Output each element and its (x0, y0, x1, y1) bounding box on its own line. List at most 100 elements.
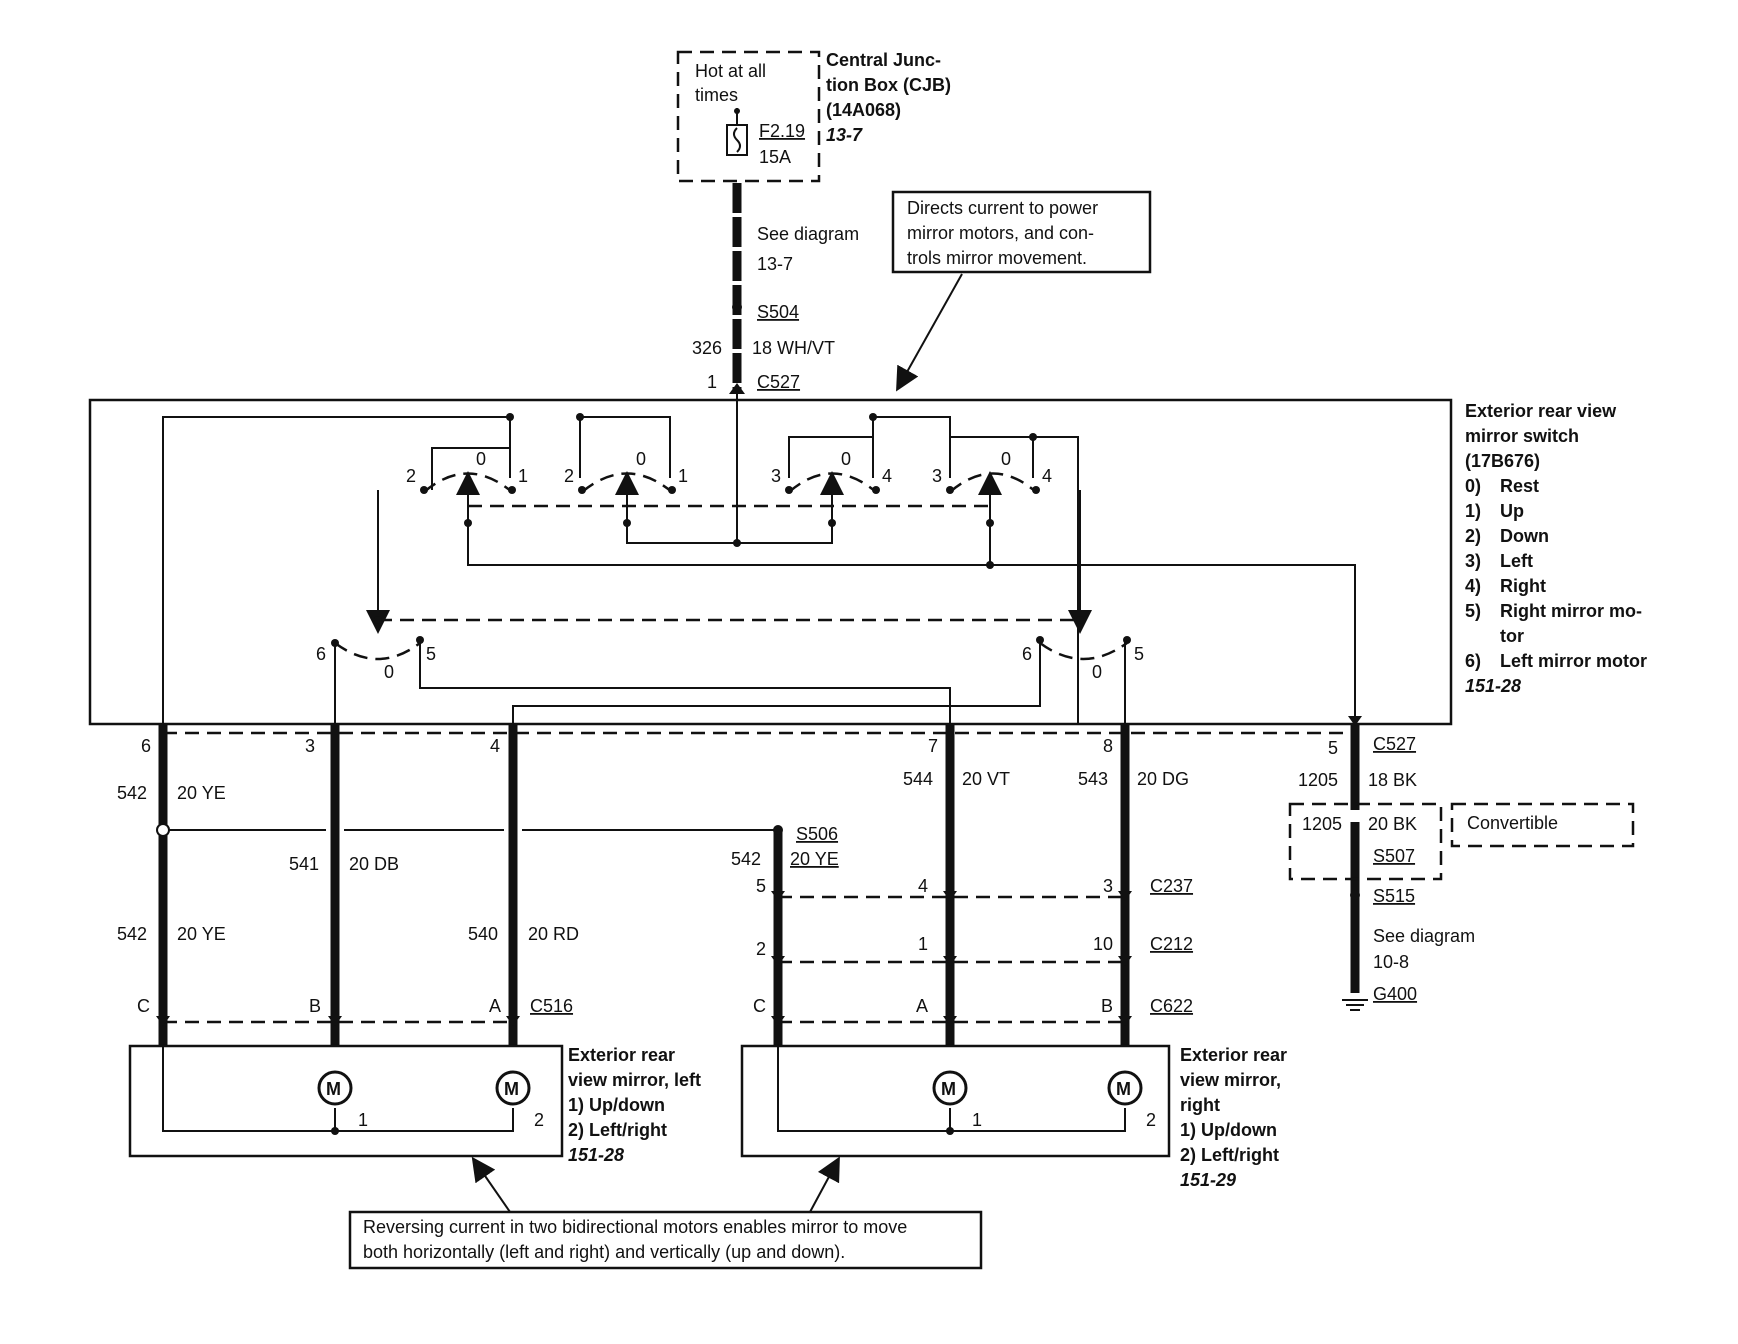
svg-text:0: 0 (841, 449, 851, 469)
svg-text:10-8: 10-8 (1373, 952, 1409, 972)
svg-text:10: 10 (1093, 934, 1113, 954)
svg-text:3: 3 (932, 466, 942, 486)
svg-text:3): 3) (1465, 551, 1481, 571)
left-mirror: M M 1 2 Exterior rear view mirror, left … (128, 1044, 701, 1165)
svg-text:view mirror, left: view mirror, left (568, 1070, 701, 1090)
svg-text:5: 5 (426, 644, 436, 664)
svg-text:5: 5 (756, 876, 766, 896)
svg-text:right: right (1180, 1095, 1220, 1115)
svg-text:326: 326 (692, 338, 722, 358)
svg-text:20 DG: 20 DG (1137, 769, 1189, 789)
svg-text:7: 7 (928, 736, 938, 756)
svg-text:8: 8 (1103, 736, 1113, 756)
svg-text:0): 0) (1465, 476, 1481, 496)
svg-text:See diagram: See diagram (1373, 926, 1475, 946)
motor-icon: M (1107, 1070, 1143, 1106)
svg-text:Right mirror mo-: Right mirror mo- (1500, 601, 1642, 621)
svg-text:Exterior rear: Exterior rear (1180, 1045, 1287, 1065)
svg-text:15A: 15A (759, 147, 791, 167)
svg-text:13-7: 13-7 (757, 254, 793, 274)
svg-text:5): 5) (1465, 601, 1481, 621)
right-mirror-wires: 7 8 544 20 VT 543 20 DG S506 542 20 YE 5… (731, 724, 1193, 1046)
motor-callout: Reversing current in two bidirectional m… (348, 1156, 983, 1270)
svg-text:view mirror,: view mirror, (1180, 1070, 1281, 1090)
svg-text:Exterior rear view: Exterior rear view (1465, 401, 1617, 421)
svg-text:S515: S515 (1373, 886, 1415, 906)
svg-text:5: 5 (1134, 644, 1144, 664)
svg-text:540: 540 (468, 924, 498, 944)
svg-text:6): 6) (1465, 651, 1481, 671)
svg-text:C516: C516 (530, 996, 573, 1016)
svg-text:4: 4 (1042, 466, 1052, 486)
svg-text:trols mirror movement.: trols mirror movement. (907, 248, 1087, 268)
svg-text:20 YE: 20 YE (177, 924, 226, 944)
svg-text:B: B (309, 996, 321, 1016)
svg-text:1: 1 (678, 466, 688, 486)
central-junction-box: Hot at all times F2.19 15A Central Junc-… (676, 50, 951, 183)
motor-icon: M (495, 1070, 531, 1106)
svg-text:Hot at all: Hot at all (695, 61, 766, 81)
svg-text:both horizontally (left and ri: both horizontally (left and right) and v… (363, 1242, 845, 1262)
svg-text:2: 2 (1146, 1110, 1156, 1130)
svg-text:6: 6 (1022, 644, 1032, 664)
svg-text:544: 544 (903, 769, 933, 789)
svg-text:M: M (504, 1079, 519, 1099)
svg-text:541: 541 (289, 854, 319, 874)
svg-text:20 VT: 20 VT (962, 769, 1010, 789)
svg-text:20 BK: 20 BK (1368, 814, 1417, 834)
svg-text:Rest: Rest (1500, 476, 1539, 496)
motor-icon: M (932, 1070, 968, 1106)
svg-text:M: M (1116, 1079, 1131, 1099)
svg-text:Left: Left (1500, 551, 1533, 571)
svg-text:1205: 1205 (1298, 770, 1338, 790)
switch-legend: 0)Rest 1)Up 2)Down 3)Left 4)Right 5)Righ… (1465, 476, 1647, 671)
svg-text:4: 4 (918, 876, 928, 896)
svg-text:0: 0 (636, 449, 646, 469)
svg-text:542: 542 (117, 924, 147, 944)
svg-text:B: B (1101, 996, 1113, 1016)
left-mirror-wires: 6 3 4 542 20 YE 541 20 DB 542 20 YE 540 … (117, 724, 775, 1046)
svg-text:A: A (916, 996, 928, 1016)
switch-arcs (334, 471, 1128, 661)
svg-text:F2.19: F2.19 (759, 121, 805, 141)
svg-text:C212: C212 (1150, 934, 1193, 954)
svg-text:3: 3 (305, 736, 315, 756)
svg-text:1205: 1205 (1302, 814, 1342, 834)
svg-text:0: 0 (476, 449, 486, 469)
svg-text:20 RD: 20 RD (528, 924, 579, 944)
svg-text:Convertible: Convertible (1467, 813, 1558, 833)
svg-text:M: M (941, 1079, 956, 1099)
ground-icon (1342, 999, 1368, 1011)
svg-text:C527: C527 (757, 372, 800, 392)
svg-text:3: 3 (771, 466, 781, 486)
svg-text:Reversing current in two bidir: Reversing current in two bidirectional m… (363, 1217, 907, 1237)
svg-text:G400: G400 (1373, 984, 1417, 1004)
svg-text:2): 2) (1465, 526, 1481, 546)
mirror-switch: 2 0 1 2 0 1 3 0 4 3 0 4 6 0 5 6 0 5 Exte… (88, 394, 1647, 726)
svg-text:C: C (753, 996, 766, 1016)
svg-text:6: 6 (141, 736, 151, 756)
svg-text:5: 5 (1328, 738, 1338, 758)
svg-text:2: 2 (534, 1110, 544, 1130)
svg-text:13-7: 13-7 (826, 125, 863, 145)
svg-text:Exterior rear: Exterior rear (568, 1045, 675, 1065)
switch-callout: Directs current to power mirror motors, … (891, 190, 1152, 392)
svg-text:4: 4 (882, 466, 892, 486)
svg-text:(17B676): (17B676) (1465, 451, 1540, 471)
svg-text:1: 1 (707, 372, 717, 392)
svg-text:1) Up/down: 1) Up/down (568, 1095, 665, 1115)
svg-text:A: A (489, 996, 501, 1016)
svg-text:542: 542 (731, 849, 761, 869)
svg-text:20 DB: 20 DB (349, 854, 399, 874)
svg-text:C237: C237 (1150, 876, 1193, 896)
svg-text:20 YE: 20 YE (177, 783, 226, 803)
svg-text:2: 2 (406, 466, 416, 486)
svg-text:Right: Right (1500, 576, 1546, 596)
right-mirror: M M 1 2 Exterior rear view mirror, right… (740, 1044, 1287, 1190)
svg-text:tion Box (CJB): tion Box (CJB) (826, 75, 951, 95)
svg-text:2: 2 (756, 939, 766, 959)
svg-text:0: 0 (1001, 449, 1011, 469)
svg-text:S506: S506 (796, 824, 838, 844)
svg-text:1: 1 (518, 466, 528, 486)
